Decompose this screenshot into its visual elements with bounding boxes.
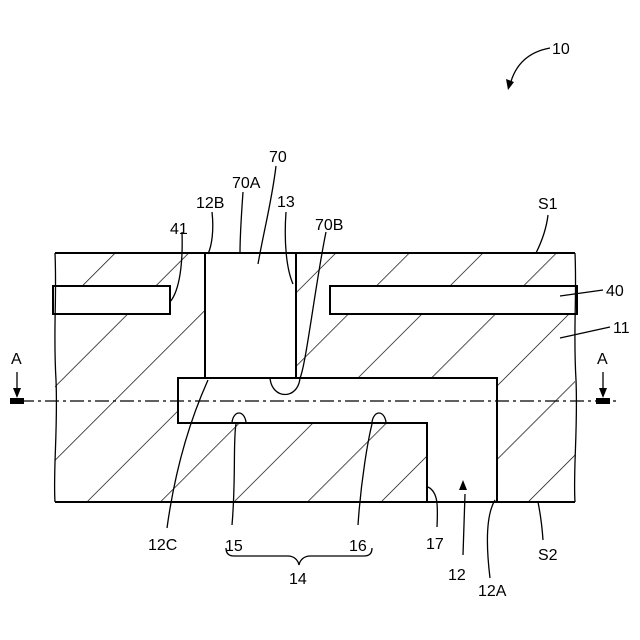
label-s1: S1 [538,196,558,213]
label-41: 41 [170,221,188,238]
label-a-left: A [11,351,22,368]
label-70b: 70B [315,217,343,234]
label-15: 15 [225,538,243,555]
label-10: 10 [552,41,570,58]
label-40: 40 [606,283,624,300]
label-12a: 12A [478,583,507,600]
label-12c: 12C [148,537,177,554]
plug-70 [205,253,296,378]
label-14: 14 [289,571,307,588]
label-a-right: A [597,351,608,368]
label-12b: 12B [196,195,224,212]
label-70: 70 [269,149,287,166]
label-70a: 70A [232,175,261,192]
label-17: 17 [426,536,444,553]
label-12: 12 [448,567,466,584]
label-16: 16 [349,538,367,555]
label-13: 13 [277,194,295,211]
label-11: 11 [613,320,630,337]
label-s2: S2 [538,547,558,564]
